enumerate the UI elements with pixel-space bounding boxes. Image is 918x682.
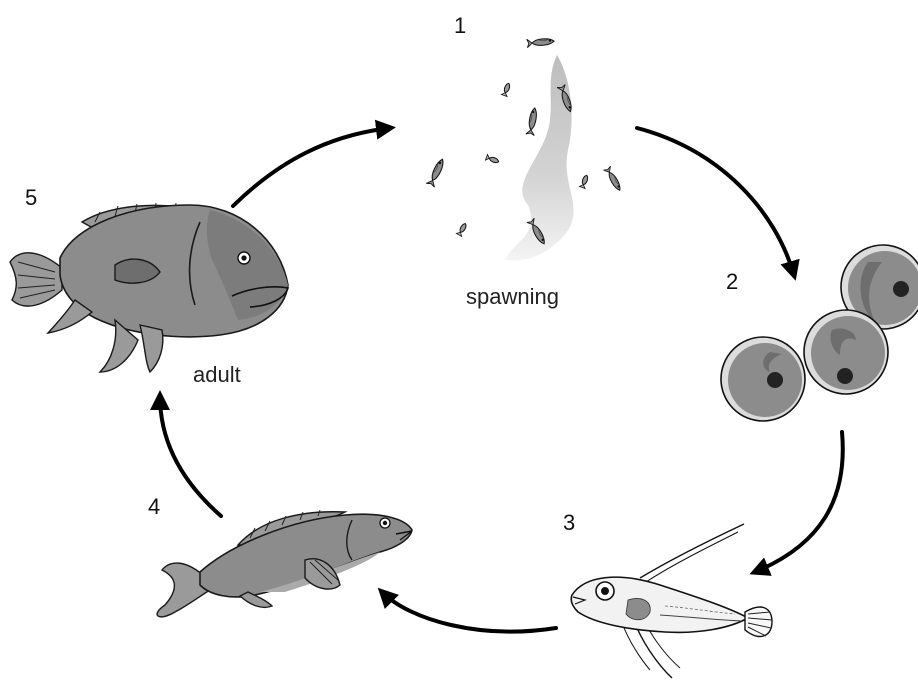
- stage-1-label: spawning: [466, 284, 559, 309]
- arrow-larva-to-juvenile: [382, 592, 556, 632]
- stage-5-number: 5: [25, 185, 37, 210]
- adult-grouper-icon: [10, 203, 288, 372]
- juvenile-fish-icon: [157, 510, 412, 617]
- stage-2-number: 2: [726, 269, 738, 294]
- spawning-school-icon: [426, 37, 623, 261]
- eggs-icon: [721, 245, 918, 421]
- arrow-juvenile-to-adult: [160, 396, 221, 516]
- stage-5-label: adult: [193, 362, 241, 387]
- stage-1-number: 1: [454, 13, 466, 38]
- arrow-adult-to-spawning: [233, 128, 390, 206]
- arrow-eggs-to-larva: [755, 432, 843, 572]
- arrow-spawning-to-eggs: [637, 128, 794, 275]
- stage-3-number: 3: [563, 510, 575, 535]
- larva-icon: [571, 524, 772, 678]
- stage-4-number: 4: [148, 494, 160, 519]
